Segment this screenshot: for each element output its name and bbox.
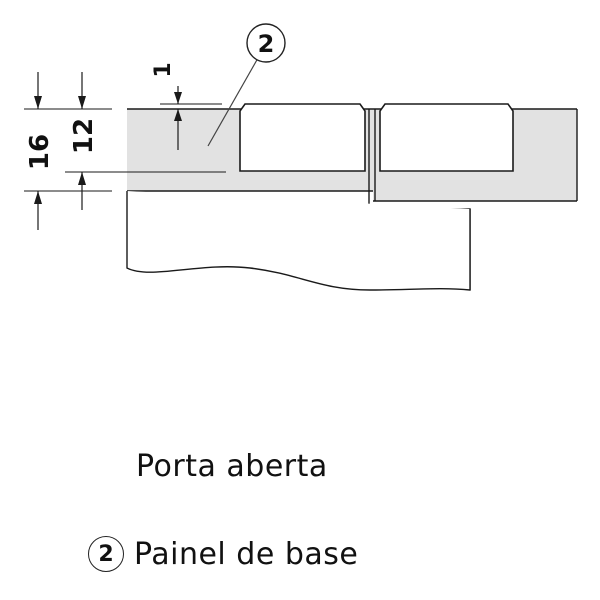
callout-number: 2: [258, 30, 275, 58]
dim-1-label: 1: [151, 62, 176, 77]
legend-item: 2 Painel de base: [88, 536, 358, 572]
hinge-cup-right: [379, 103, 514, 172]
callout-circle: [246, 23, 286, 63]
caption-title: Porta aberta: [136, 449, 328, 484]
hinge-cup-left: [239, 103, 366, 172]
legend-label: Painel de base: [134, 536, 359, 572]
dim-16-arrowhead-top: [34, 96, 42, 109]
legend-number-badge: 2: [88, 536, 124, 572]
dim-12-label: 12: [69, 118, 99, 154]
dim-16-arrowhead-bottom: [34, 191, 42, 204]
callout-leader: [207, 57, 259, 147]
dim-12-arrowhead-bottom: [78, 172, 86, 185]
dim-12-arrowhead-top: [78, 96, 86, 109]
dim-1-arrowhead-bottom: [174, 109, 182, 121]
lower-body: [126, 191, 471, 291]
dim-1-arrowhead-top: [174, 92, 182, 104]
dim-16-label: 16: [25, 134, 55, 170]
